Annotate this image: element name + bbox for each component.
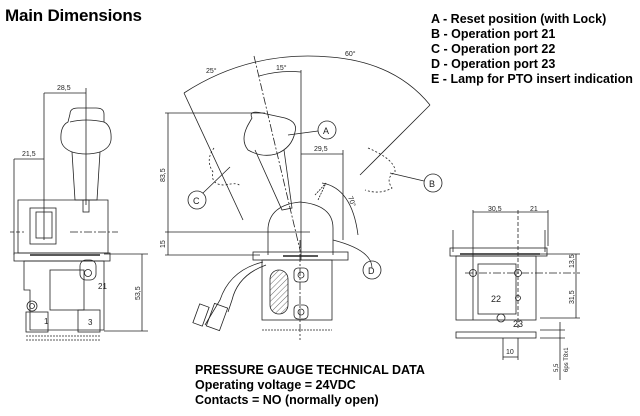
legend-item-b: B - Operation port 21 (431, 27, 556, 41)
dim-31-5: 31,5 (569, 290, 576, 304)
dim-10: 10 (506, 349, 514, 356)
port-1-label: 1 (44, 317, 49, 326)
legend-item-a: A - Reset position (with Lock) (431, 12, 607, 26)
legend-item-d: D - Operation port 23 (431, 57, 556, 71)
port-3-label: 3 (88, 318, 93, 327)
port-23-label: 23 (513, 319, 523, 329)
tech-contacts: Contacts = NO (normally open) (195, 393, 379, 407)
dim-83-5: 83,5 (160, 168, 167, 182)
dim-13-5: 13,5 (569, 254, 576, 268)
dim-15: 15 (160, 240, 167, 248)
dim-28-5: 28,5 (57, 85, 71, 92)
page-title: Main Dimensions (5, 6, 142, 25)
tech-heading: PRESSURE GAUGE TECHNICAL DATA (195, 363, 425, 377)
callout-b: B (429, 179, 435, 189)
callout-d: D (368, 266, 375, 276)
angle-15: 15° (276, 64, 287, 72)
center-view: 25° 15° 60° A 29,5 83,5 15 C B 70° (160, 50, 443, 340)
callout-c: C (193, 196, 200, 206)
tech-voltage: Operating voltage = 24VDC (195, 378, 356, 392)
legend-item-c: C - Operation port 22 (431, 42, 556, 56)
port-22-label: 22 (491, 294, 501, 304)
dim-5-5: 5,5 (554, 363, 560, 372)
callout-a: A (323, 126, 329, 136)
dim-21: 21 (530, 206, 538, 213)
angle-60: 60° (345, 50, 356, 58)
angle-70: 70° (346, 195, 357, 208)
technical-data: PRESSURE GAUGE TECHNICAL DATA Operating … (195, 363, 425, 408)
angle-25: 25° (206, 67, 217, 75)
legend: A - Reset position (with Lock) B - Opera… (431, 12, 633, 87)
port-21-label: 21 (98, 282, 107, 291)
left-view: 28,5 21,5 1 3 21 53,5 (10, 85, 148, 341)
dim-29-5: 29,5 (314, 146, 328, 153)
thread-label: 6ps T8x1 (564, 347, 570, 372)
right-view: 30,5 21 22 23 13,5 31,5 10 5,5 6ps T8x1 (449, 206, 580, 380)
dim-53-5: 53,5 (135, 286, 142, 300)
dim-30-5: 30,5 (488, 206, 502, 213)
legend-item-e: E - Lamp for PTO insert indication (431, 72, 633, 86)
dim-21-5: 21,5 (22, 151, 36, 158)
